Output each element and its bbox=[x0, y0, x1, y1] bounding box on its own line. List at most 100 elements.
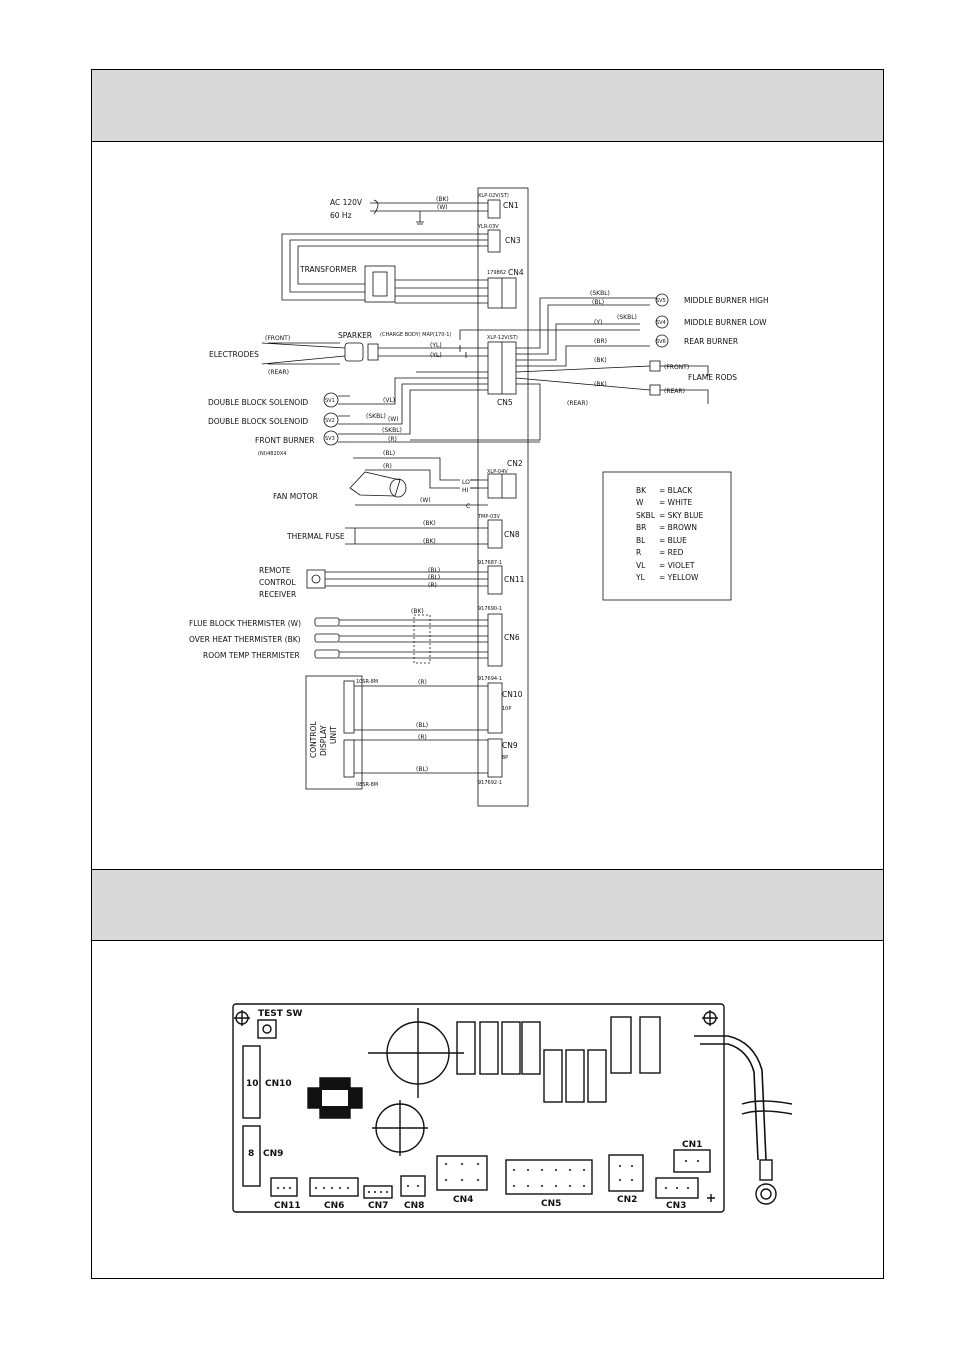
wire-tag-bl-1: (BL) bbox=[592, 299, 604, 306]
unit-label: UNIT bbox=[329, 726, 338, 744]
wire-tag-vl: (VL) bbox=[383, 397, 395, 404]
legend: BK = BLACK W = WHITE SKBL = SKY BLUE BR … bbox=[635, 486, 703, 582]
thermal-fuse-label: THERMAL FUSE bbox=[286, 532, 345, 541]
flame-rod-rear: (REAR) bbox=[664, 388, 685, 395]
flue-thermistor bbox=[314, 617, 340, 627]
page-frame bbox=[91, 69, 884, 1279]
cn5-part: XLP-12V(ST) bbox=[487, 335, 518, 341]
board-cn2 bbox=[608, 1154, 644, 1192]
electrodes-label: ELECTRODES bbox=[209, 350, 259, 359]
board-cn4-label: CN4 bbox=[453, 1195, 473, 1205]
sv2-label: SV2 bbox=[325, 418, 335, 424]
wire-tag-skbl-1: (SKBL) bbox=[590, 290, 610, 297]
circuit-board bbox=[232, 1003, 793, 1213]
wire-tag-y: (Y) bbox=[594, 319, 602, 326]
legend-code: BL bbox=[636, 536, 646, 545]
sv3-label: SV3 bbox=[325, 436, 335, 442]
flue-thermistor-label: FLUE BLOCK THERMISTER (W) bbox=[189, 619, 301, 628]
cn11-block bbox=[487, 565, 503, 595]
cn10-label: CN10 bbox=[502, 690, 523, 699]
wire-tag-bl-5: (BL) bbox=[416, 722, 428, 729]
cn1-part: XLP-02V(ST) bbox=[478, 193, 509, 199]
wire-tag-bk-1: (BK) bbox=[436, 196, 449, 203]
wire-tag-r-3: (R) bbox=[428, 582, 437, 589]
wire-tag-skbl-2: (SKBL) bbox=[617, 314, 637, 321]
rear-tag: (REAR) bbox=[567, 400, 588, 407]
legend-name: = WHITE bbox=[659, 498, 693, 507]
display-label: DISPLAY bbox=[319, 725, 328, 756]
power-label-1: AC 120V bbox=[330, 198, 363, 207]
power-label-2: 60 Hz bbox=[330, 211, 352, 220]
remote-receiver-box bbox=[306, 569, 326, 589]
electrode-rear: (REAR) bbox=[268, 369, 289, 376]
cn10-block bbox=[487, 682, 503, 734]
sv6-coil bbox=[655, 334, 669, 348]
cn1-label: CN1 bbox=[503, 201, 519, 210]
wire-tag-bl-2: (BL) bbox=[383, 450, 395, 457]
wire-tag-w-3: (W) bbox=[420, 497, 431, 504]
board-cn11 bbox=[270, 1177, 298, 1197]
cn2-label: CN2 bbox=[507, 459, 523, 468]
legend-box bbox=[602, 471, 732, 601]
test-switch[interactable] bbox=[257, 1019, 277, 1039]
board-outline bbox=[232, 1003, 725, 1213]
cn6-label: CN6 bbox=[504, 633, 520, 642]
board-cn3-label: CN3 bbox=[666, 1201, 686, 1211]
wire-tag-w-1: (W) bbox=[437, 204, 448, 211]
rear-burner-label: REAR BURNER bbox=[684, 337, 738, 346]
remote-label-1: REMOTE bbox=[259, 566, 291, 575]
cn11-label: CN11 bbox=[504, 575, 525, 584]
legend-name: = SKY BLUE bbox=[659, 511, 703, 520]
display-top-part: 10SR-8M bbox=[356, 679, 378, 685]
sv1-coil bbox=[323, 392, 339, 408]
overheat-thermistor bbox=[314, 633, 340, 643]
legend-code: SKBL bbox=[636, 511, 656, 520]
cn11-part: 917687-1 bbox=[478, 560, 502, 566]
cn3-part: YLR-03V bbox=[477, 224, 499, 230]
display-bot-part: 08SR-8M bbox=[356, 782, 378, 788]
remote-label-2: CONTROL bbox=[259, 578, 296, 587]
sparker-body bbox=[344, 342, 364, 362]
cn2-part: XLP-04V bbox=[487, 469, 508, 475]
front-burner-label: FRONT BURNER bbox=[255, 436, 314, 445]
sv4-coil bbox=[655, 315, 669, 329]
board-cn9 bbox=[242, 1125, 261, 1187]
test-sw-label: TEST SW bbox=[258, 1009, 303, 1019]
board-cn10-num: 10 bbox=[246, 1079, 259, 1089]
sparker-label: SPARKER bbox=[338, 331, 372, 340]
legend-name: = BLACK bbox=[659, 486, 693, 495]
wire-tag-bl-3: (BL) bbox=[428, 567, 440, 574]
legend-code: BR bbox=[636, 523, 646, 532]
cn10-part: 917694-1 bbox=[478, 676, 502, 682]
room-thermistor-label: ROOM TEMP THERMISTER bbox=[203, 651, 300, 660]
wire-tag-r-1: (R) bbox=[388, 436, 397, 443]
cn9-pins: 8P bbox=[502, 755, 508, 761]
control-display-unit bbox=[305, 675, 363, 790]
overheat-thermistor-label: OVER HEAT THERMISTER (BK) bbox=[189, 635, 301, 644]
wire-tag-r-5: (R) bbox=[418, 734, 427, 741]
dbs1-label: DOUBLE BLOCK SOLENOID bbox=[208, 398, 308, 407]
sparker-part: (CHARGE BODY) MAP(170-1) bbox=[380, 332, 451, 338]
board-cn1-label: CN1 bbox=[682, 1140, 702, 1150]
board-cn7 bbox=[363, 1185, 393, 1199]
pin-lo: LO bbox=[462, 479, 470, 486]
board-cn6-label: CN6 bbox=[324, 1201, 344, 1211]
flame-rod-front: (FRONT) bbox=[664, 364, 689, 371]
pin-hi: HI bbox=[462, 487, 469, 494]
cn8-block bbox=[487, 519, 503, 549]
cn5-label: CN5 bbox=[497, 398, 513, 407]
board-cn1 bbox=[673, 1149, 711, 1173]
cn6-part: 917690-1 bbox=[478, 606, 502, 612]
board-cn5-label: CN5 bbox=[541, 1199, 561, 1209]
pin-c: C bbox=[466, 503, 470, 510]
legend-code: VL bbox=[636, 561, 646, 570]
header-band-board bbox=[92, 869, 883, 941]
main-board-outline bbox=[477, 187, 529, 807]
cn4-part: 179862 bbox=[487, 270, 506, 276]
wire-tag-bl-6: (BL) bbox=[416, 766, 428, 773]
cn6-block bbox=[487, 613, 503, 667]
middle-burner-low-label: MIDDLE BURNER LOW bbox=[684, 318, 767, 327]
cn10-pins: 10P bbox=[502, 706, 511, 712]
remote-label-3: RECEIVER bbox=[259, 590, 296, 599]
